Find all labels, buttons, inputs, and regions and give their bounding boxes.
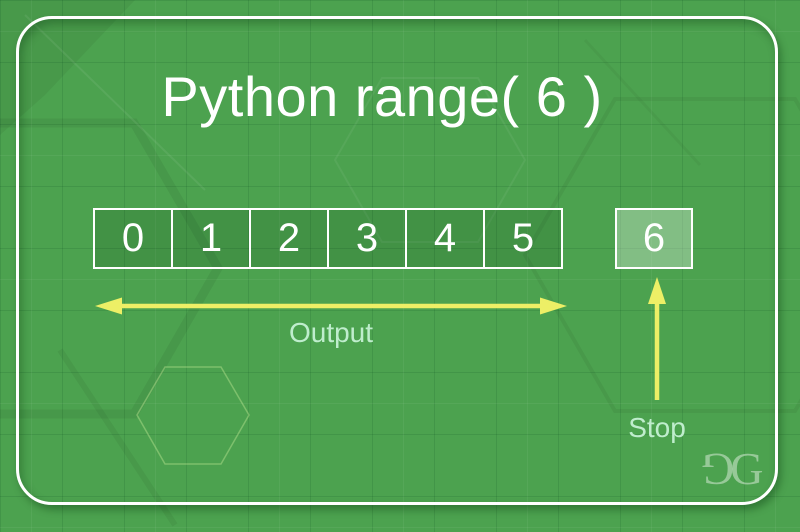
- stop-label: Stop: [628, 412, 686, 443]
- range-output-row: 0 1 2 3 4 5: [93, 208, 563, 269]
- card-border: [16, 16, 778, 505]
- range-cell-3: 3: [327, 208, 407, 269]
- output-label: Output: [288, 317, 374, 348]
- stop-arrow: [648, 277, 666, 400]
- logo-g-left-icon: G: [701, 444, 735, 495]
- range-cell-4: 4: [405, 208, 485, 269]
- page-title: Python range( 6 ): [161, 65, 603, 128]
- output-range-arrow: [95, 297, 567, 315]
- range-cell-1: 1: [171, 208, 251, 269]
- range-cell-2: 2: [249, 208, 329, 269]
- stop-cell: 6: [615, 208, 693, 269]
- range-cell-0: 0: [93, 208, 173, 269]
- logo-g-right-icon: G: [730, 443, 764, 494]
- range-cell-5: 5: [483, 208, 563, 269]
- geeksforgeeks-logo: G G: [701, 443, 764, 495]
